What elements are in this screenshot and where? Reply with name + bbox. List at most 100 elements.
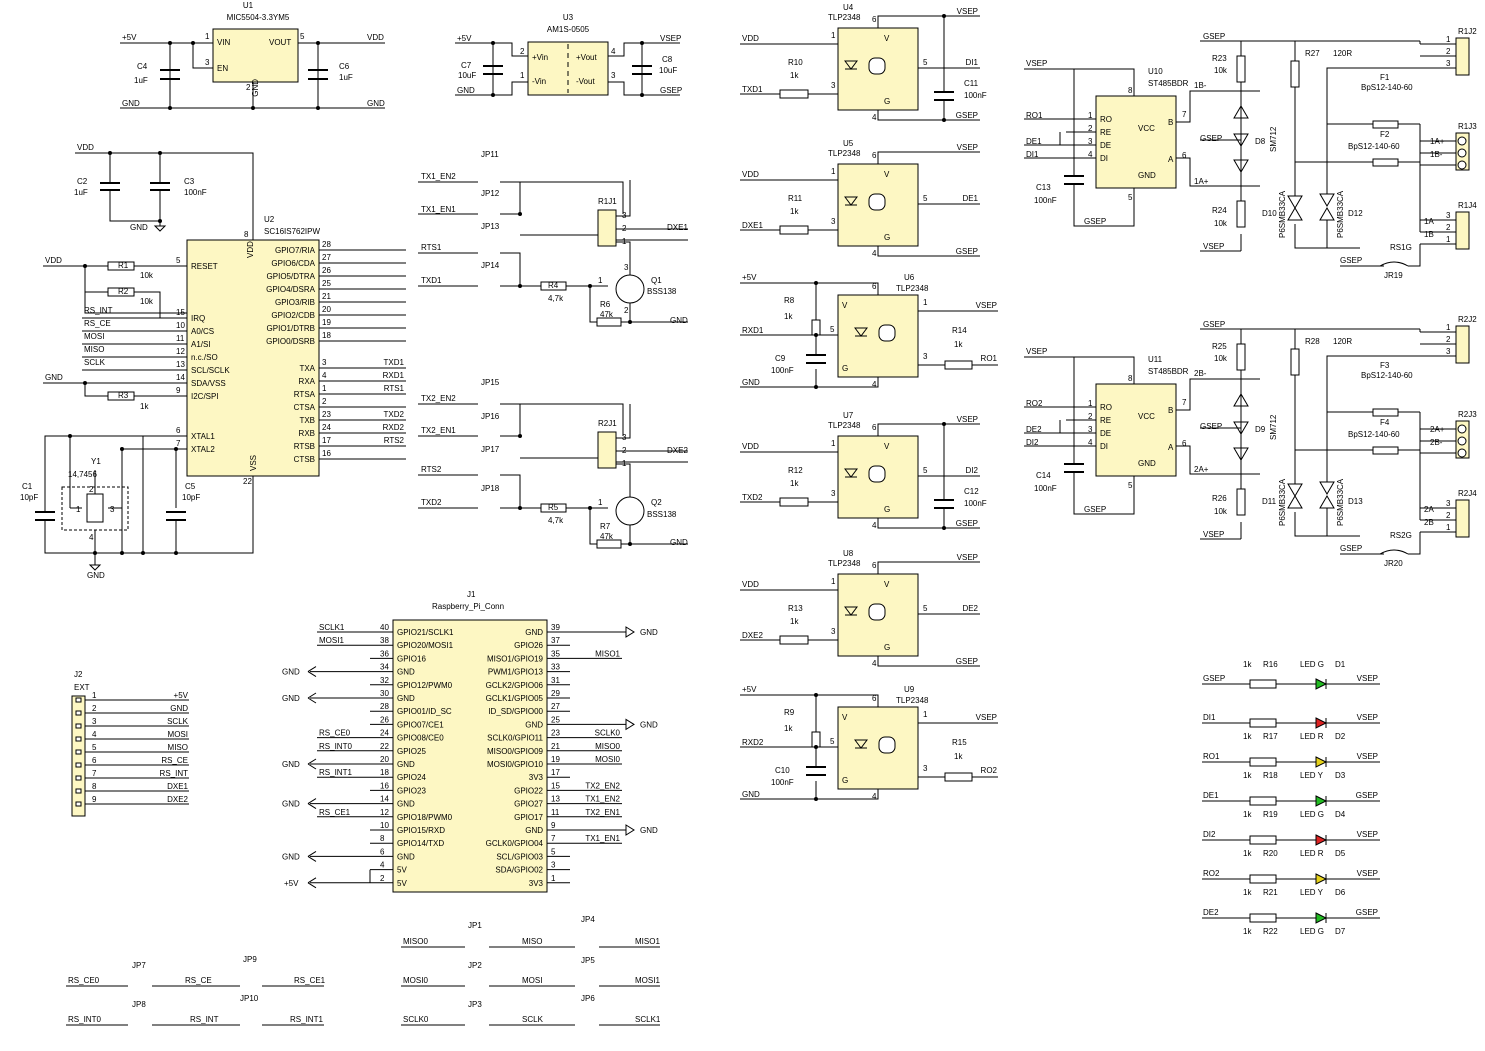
led-type: LED G [1300, 810, 1324, 819]
j1-rpin-num: 1 [551, 874, 556, 883]
rs485-ref: U10 [1148, 67, 1163, 76]
led-left-net: DI1 [1203, 713, 1216, 722]
j1-lpin-label: GND [397, 760, 415, 769]
j1-ref: J1 [467, 590, 476, 599]
conn-pin-num: 1 [1446, 523, 1451, 532]
u2-rpin-num: 18 [322, 331, 331, 340]
opto-cap-ref: C12 [964, 487, 979, 496]
j1-rpin-num: 37 [551, 636, 560, 645]
opto-num-1: 1 [831, 439, 836, 448]
jp18-ref: JP18 [481, 484, 500, 493]
j1-rpin-num: 13 [551, 795, 560, 804]
u3-ref: U3 [563, 13, 574, 22]
rs485-body [1095, 383, 1177, 477]
opto-pin-g: G [884, 233, 890, 242]
conn-pin-num: 1 [1446, 235, 1451, 244]
rs-ce-net: RS_CE [185, 976, 212, 985]
rts1-net: RTS1 [421, 243, 442, 252]
j1-rpin-label: GCLK2/GPIO06 [486, 681, 544, 690]
opto-vsep: VSEP [957, 143, 978, 152]
u1-regulator: U1 MIC5504-3.3YM5 VIN EN VOUT GND 1 3 5 … [120, 1, 385, 110]
r2j1-ref: R2J1 [598, 419, 617, 428]
conn-ref: R2J4 [1458, 489, 1477, 498]
led-r-value: 1k [1243, 771, 1252, 780]
u3-pin-vin: +Vin [532, 53, 548, 62]
j1-rpin-num: 9 [551, 821, 556, 830]
u2-rpin-num: 4 [322, 371, 327, 380]
rs485-num-5: 5 [1128, 193, 1133, 202]
led-right-net: VSEP [1357, 674, 1378, 683]
j1-lpin-num: 2 [380, 874, 385, 883]
led-right-net: GSEP [1356, 908, 1378, 917]
u2-lpin-label: n.c./SO [191, 353, 218, 362]
j1-rpin-label: GND [525, 826, 543, 835]
j1-gnd-net: GND [282, 760, 300, 769]
j1-gnd-net: GND [640, 826, 658, 835]
j1-lpin-num: 16 [380, 781, 389, 790]
rs485-f1-value: BpS12-140-60 [1361, 83, 1413, 92]
r4-ref: R4 [548, 281, 559, 290]
rs485-value: ST485BDR [1148, 79, 1189, 88]
u1-pin-vout: VOUT [269, 38, 291, 47]
rs485-ro-net: RO2 [1026, 399, 1043, 408]
c8-value: 10uF [659, 66, 677, 75]
rs485-vsep: VSEP [1026, 347, 1047, 356]
u2-lpin-label: A0/CS [191, 327, 214, 336]
opto-num-1: 1 [831, 167, 836, 176]
u2-rpin-num: 1 [322, 384, 327, 393]
opto-cap-ref: C11 [964, 79, 979, 88]
opto-body [837, 294, 919, 378]
rs485-pin-a: A [1168, 155, 1174, 164]
j1-right-net: MOSI0 [595, 755, 620, 764]
j1-rpin-label: GND [525, 628, 543, 637]
j1-rpin-num: 21 [551, 742, 560, 751]
opto-pin-g: G [884, 97, 890, 106]
rs-ce0-net: RS_CE0 [68, 976, 100, 985]
led-ref: D5 [1335, 849, 1346, 858]
u1-net-gnd-l: GND [122, 99, 140, 108]
j2-pin-net: MOSI [168, 730, 188, 739]
opto-num-3: 3 [923, 352, 928, 361]
u1-net-gnd-r: GND [367, 99, 385, 108]
j1-right-net: TX2_EN1 [585, 808, 620, 817]
opto-r-value: 1k [784, 312, 793, 321]
j1-lpin-label: 5V [397, 879, 407, 888]
u3-pin-vout: +Vout [576, 53, 597, 62]
opto-num-5: 5 [830, 325, 835, 334]
u1-ref: U1 [243, 1, 254, 10]
opto-r-value: 1k [784, 724, 793, 733]
u2-rpin-label: GPIO5/DTRA [267, 272, 316, 281]
u2-rpin-num: 27 [322, 253, 331, 262]
j2-pin-num: 3 [92, 717, 97, 726]
j1-lpin-label: GPIO12/PWM0 [397, 681, 453, 690]
j1-rpin-label: GPIO17 [514, 813, 543, 822]
rs485-d-ref: D9 [1255, 425, 1266, 434]
j2-pin-net: GND [170, 704, 188, 713]
rs485-pin-num: 3 [1088, 425, 1093, 434]
c4-ref: C4 [137, 62, 148, 71]
c8-ref: C8 [662, 55, 673, 64]
u3-num-3: 3 [611, 71, 616, 80]
u1-num-5: 5 [300, 32, 305, 41]
c5-ref: C5 [185, 482, 196, 491]
u2-rnet: TXD1 [384, 358, 405, 367]
j2-pin-num: 8 [92, 782, 97, 791]
rs485-pin-num: 2 [1088, 412, 1093, 421]
opto-r2-value: 1k [954, 340, 963, 349]
opto-gsep: GSEP [956, 519, 978, 528]
rs485-ref: U11 [1148, 355, 1163, 364]
u2-rpin-label: GPIO0/DSRB [266, 337, 315, 346]
rs485-gsep-top: GSEP [1203, 320, 1225, 329]
led-left-net: DE1 [1203, 791, 1219, 800]
rs485-gsep: GSEP [1084, 217, 1106, 226]
opto-ctl-net: DXE2 [742, 631, 763, 640]
r4-value: 4,7k [548, 294, 564, 303]
led-type: LED Y [1300, 888, 1324, 897]
u2-lpin-num: 12 [176, 347, 185, 356]
rs485-num-7: 7 [1182, 110, 1187, 119]
rs485-pin-label: RO [1100, 403, 1112, 412]
u2-rpin-label: CTSA [294, 403, 316, 412]
j1-lpin-label: GPIO18/PWM0 [397, 813, 453, 822]
j2-value: EXT [74, 683, 90, 692]
